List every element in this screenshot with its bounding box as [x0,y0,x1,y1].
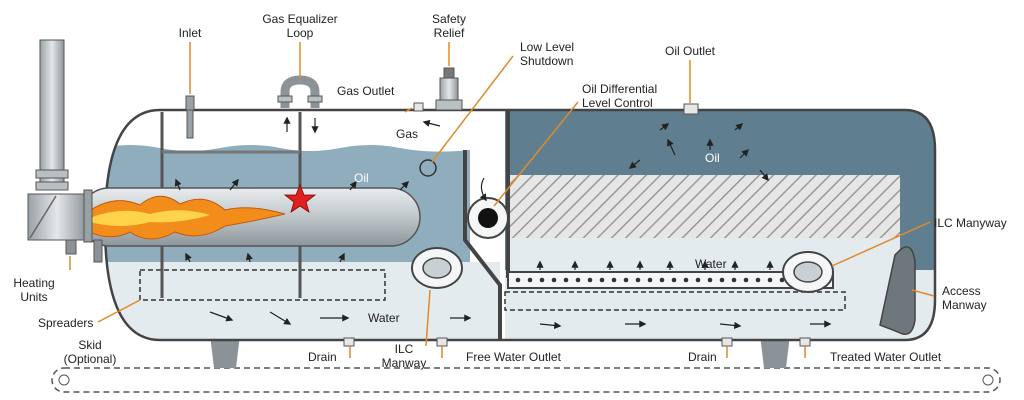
label-skid: Skid (Optional) [63,338,117,366]
burner-flange [83,189,93,243]
saddle-right [760,335,790,368]
flame-core [90,210,210,226]
label-low-level-shutdown: Low Level Shutdown [520,40,575,68]
safety-relief-body [435,99,463,111]
access-manway [879,246,916,335]
oil-outlet-nozzle [683,103,699,115]
drain-nozzle-left [343,337,355,347]
skid [51,367,1001,393]
skid-bolt-left [58,374,70,386]
saddle-left [210,335,240,368]
label-oil-differential-level-control: Oil Differential Level Control [582,82,658,110]
ilc-manway-left-inner [422,257,452,279]
water-spreader-right [504,291,846,311]
label-drain-right: Drain [688,350,717,364]
fire-tube-flange [93,239,103,263]
low-level-shutdown-float [419,159,437,177]
star-icon [283,183,317,213]
safety-relief-cap [443,67,455,79]
collector-holes [515,277,821,283]
weir-baffle [463,150,502,340]
label-drain-left: Drain [308,350,337,364]
label-inlet: Inlet [178,26,202,40]
label-heating-units: Heating Units [13,276,55,304]
exhaust-stack [39,39,65,191]
drain-nozzle-right [721,337,733,347]
free-water-outlet-nozzle [436,337,448,347]
equalizer-flange-right [307,95,323,103]
collector-pipe [507,271,834,289]
gas-outlet-nozzle [413,102,424,112]
label-oil-right: Oil [705,151,720,165]
equalizer-flange-left [277,95,293,103]
vessel-shell [103,108,937,342]
label-gas-equalizer-loop: Gas Equalizer Loop [262,12,338,40]
label-treated-water-outlet: Treated Water Outlet [830,350,942,364]
coalescing-section [508,175,900,238]
stack-band-bottom [35,181,69,191]
inlet-pipe-inner [186,109,194,139]
label-water-right: Water [695,257,727,271]
lls-arrow [479,177,487,202]
heating-unit-nozzle [65,239,77,255]
gas-equalizer-loop [280,75,320,108]
safety-relief-valve [439,77,459,101]
ilc-manway-right-inner [793,261,823,283]
callout-lines [69,42,935,358]
label-gas: Gas [396,127,418,141]
spreader-box [139,269,386,301]
skid-bolt-right [982,374,994,386]
label-ilc-manway-right: ILC Manyway [934,216,1007,230]
label-oil-left: Oil [354,171,369,185]
burner-housing [27,193,87,241]
stack-band-top [35,169,69,179]
level-control-float [478,208,498,228]
label-ilc-manway-left: ILC Manway [381,342,427,370]
label-safety-relief: Safety Relief [431,12,467,40]
label-spreaders: Spreaders [38,316,94,330]
burner-housing-diagonal [29,195,57,239]
label-oil-outlet: Oil Outlet [664,44,716,58]
label-free-water-outlet: Free Water Outlet [466,350,561,364]
treated-water-outlet-nozzle [799,337,811,347]
label-access-manway: Access Manway [942,284,987,312]
label-gas-outlet: Gas Outlet [337,84,395,98]
label-water-left: Water [368,311,400,325]
flow-arrows [174,116,832,330]
inlet-nozzle [185,95,195,111]
